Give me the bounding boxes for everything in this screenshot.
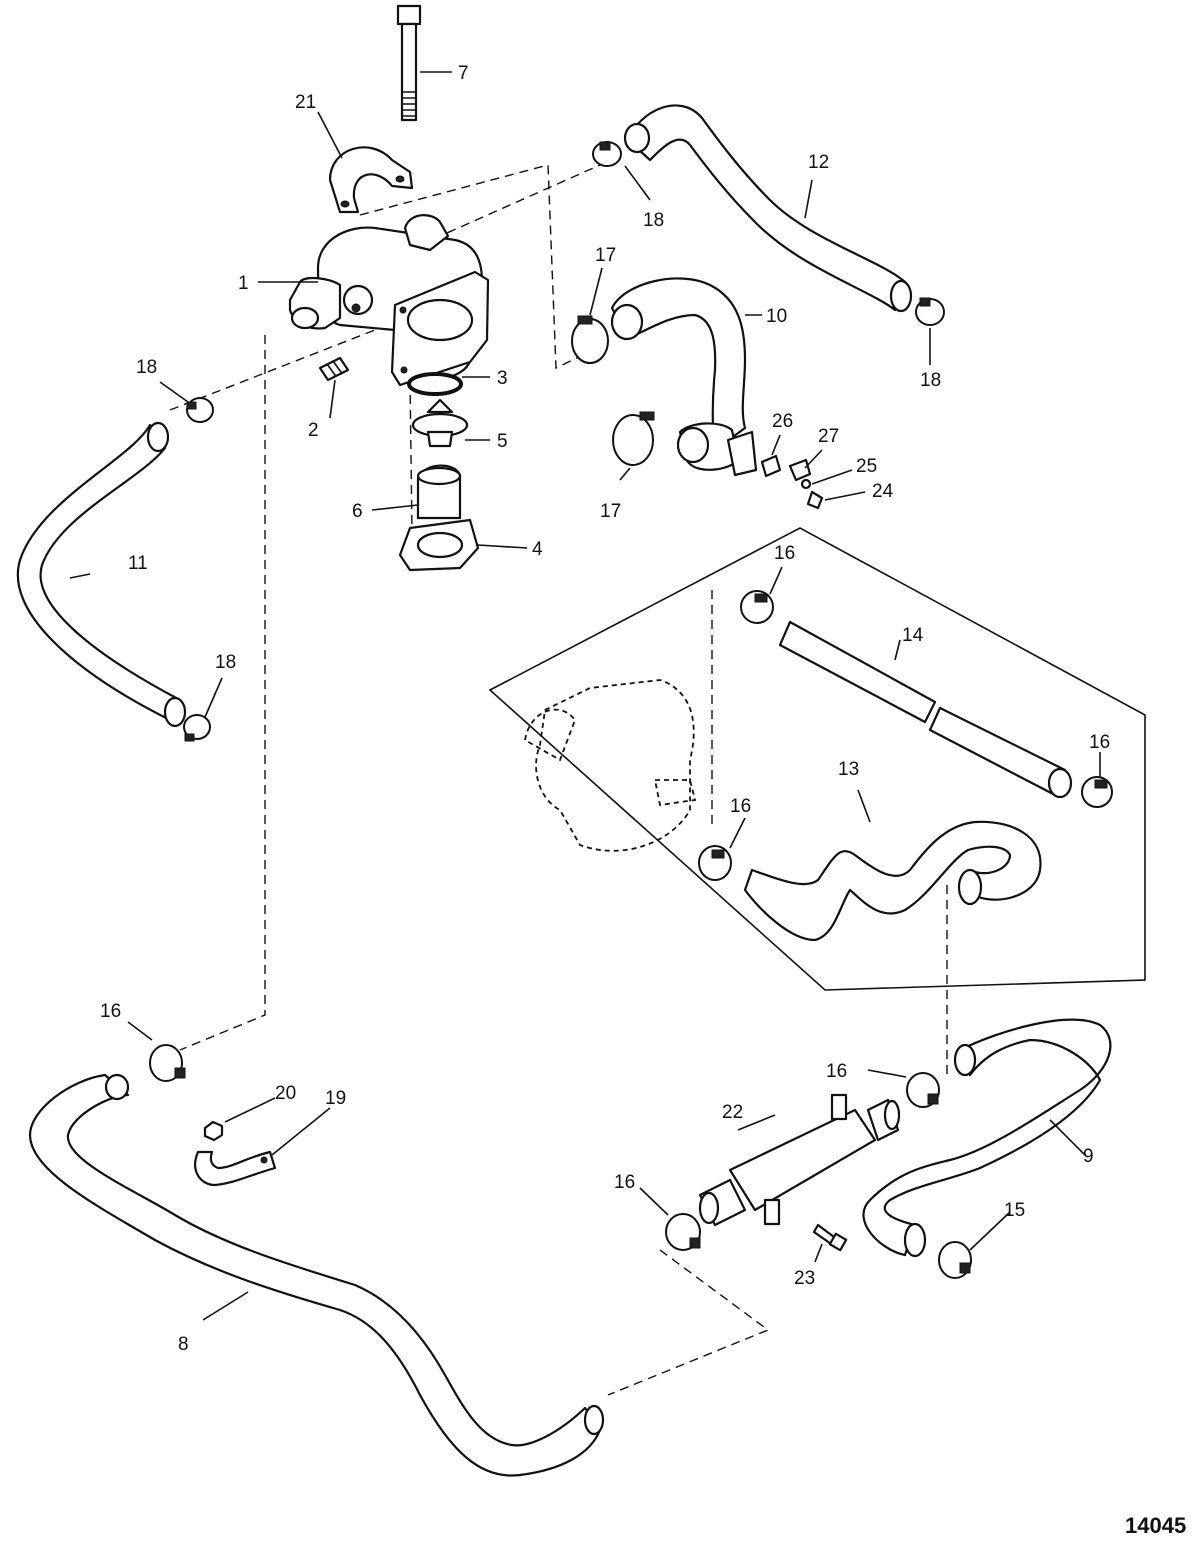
alignment-lines (169, 164, 948, 1396)
callout-12: 12 (808, 152, 829, 173)
clamp-part-19 (194, 1150, 277, 1187)
callout-11: 11 (128, 553, 148, 574)
hose-part-13 (743, 820, 1042, 942)
callout-labels: 7 21 1 2 3 5 6 4 10 12 18 18 18 18 17 17… (100, 63, 1110, 1355)
fittings-parts-24-27 (760, 454, 824, 510)
screw-part-23 (812, 1223, 848, 1252)
sleeve-part-6 (416, 464, 462, 520)
gasket-part-4 (398, 518, 480, 572)
callout-9: 9 (1083, 1146, 1094, 1167)
callout-15: 15 (1004, 1200, 1025, 1221)
u-bracket-part-21 (328, 146, 414, 214)
callout-16-box-middle: 16 (730, 796, 751, 817)
hose-part-10 (610, 277, 758, 477)
callout-26: 26 (772, 411, 793, 432)
thermostat-housing-part-1 (288, 214, 490, 387)
nut-part-20 (203, 1120, 224, 1142)
callout-18-top: 18 (643, 210, 664, 231)
callout-10: 10 (766, 306, 787, 327)
callout-24: 24 (872, 481, 894, 502)
callout-22: 22 (722, 1102, 743, 1123)
callout-17-lower: 17 (600, 501, 621, 522)
callout-2: 2 (308, 420, 319, 441)
callout-3: 3 (497, 368, 508, 389)
hose-part-9 (862, 1018, 1112, 1258)
callout-7: 7 (458, 63, 469, 84)
callout-17-upper: 17 (595, 245, 616, 266)
callout-25: 25 (856, 456, 877, 477)
callout-8: 8 (178, 1334, 189, 1355)
hose-part-12 (623, 104, 913, 313)
plug-part-2 (318, 356, 350, 382)
callout-23: 23 (794, 1268, 815, 1289)
callout-16-bottom: 16 (614, 1172, 635, 1193)
figure-number: 14045 (1125, 1513, 1186, 1538)
callout-21: 21 (295, 92, 316, 113)
module-outline (488, 527, 1146, 991)
callout-4: 4 (532, 539, 543, 560)
hose-part-8 (28, 1073, 605, 1477)
callout-27: 27 (818, 426, 839, 447)
leader-lines (69, 71, 1101, 1321)
callout-18-left-upper: 18 (136, 357, 157, 378)
thermostat-part-5 (411, 398, 469, 448)
callout-20: 20 (275, 1083, 296, 1104)
callout-16-right: 16 (826, 1061, 847, 1082)
callout-16-box-top: 16 (774, 543, 795, 564)
callout-16-box-right: 16 (1089, 732, 1110, 753)
callout-16-left: 16 (100, 1001, 121, 1022)
hose-clamps (149, 141, 1113, 1279)
heat-exchanger-reference (524, 679, 697, 852)
hose-part-11 (16, 421, 187, 728)
callout-5: 5 (497, 431, 508, 452)
o-ring-part-3 (407, 372, 463, 396)
callout-18-right: 18 (920, 370, 941, 391)
callout-13: 13 (838, 759, 859, 780)
bolt-part-7 (396, 4, 422, 122)
cooler-part-22 (698, 1093, 901, 1227)
hose-part-14 (778, 620, 1073, 799)
callout-14: 14 (902, 625, 924, 646)
callout-19: 19 (325, 1088, 346, 1109)
callout-6: 6 (352, 501, 363, 522)
callout-18-left-lower: 18 (215, 652, 236, 673)
callout-1: 1 (238, 273, 249, 294)
